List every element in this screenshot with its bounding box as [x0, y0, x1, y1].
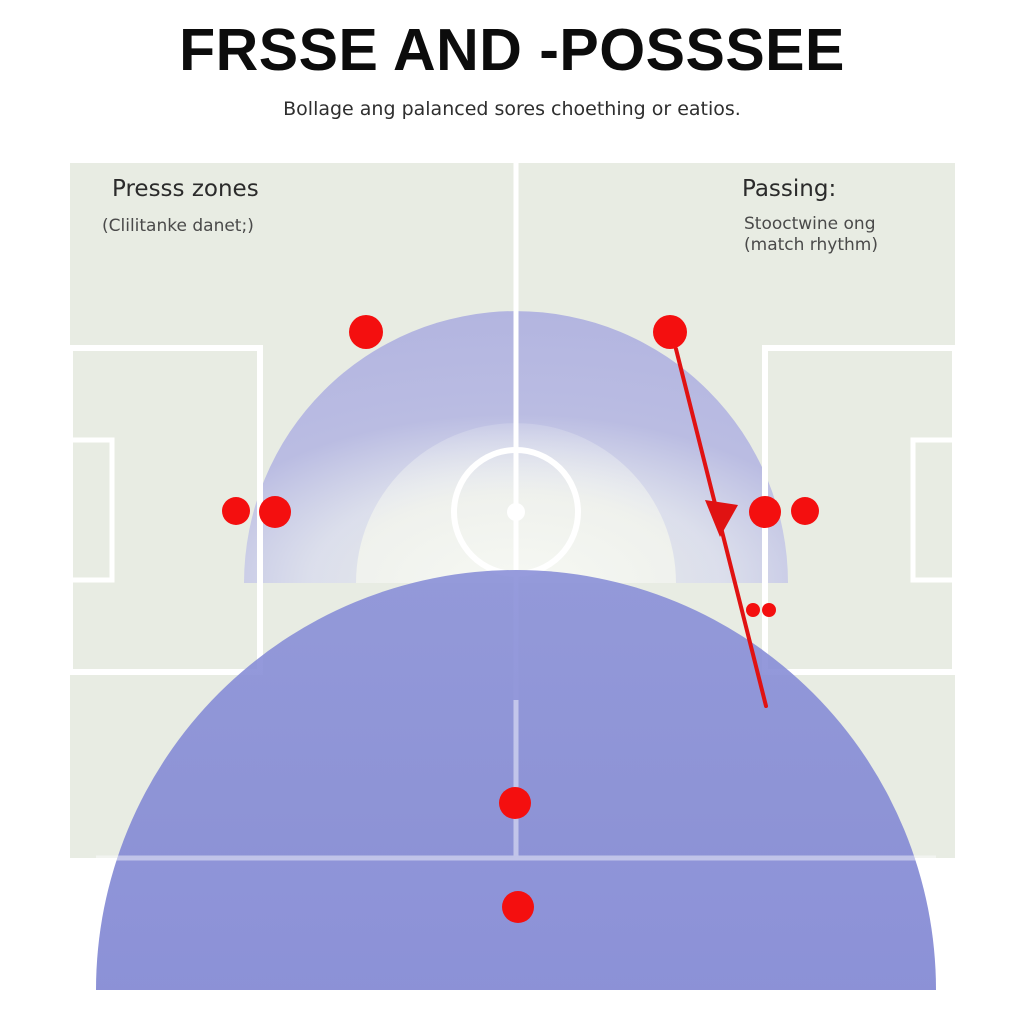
pass-arrow: [674, 347, 768, 708]
center-spot: [507, 503, 525, 521]
page-title: FRSSE AND -POSSSEE: [179, 17, 845, 83]
player-left-wide-outer[interactable]: [259, 496, 291, 528]
player-right-wide-inner[interactable]: [749, 496, 781, 528]
player-right-wide-outer[interactable]: [791, 497, 819, 525]
zone-lower-possession-arc: [96, 570, 936, 990]
header: FRSSE AND -POSSSEE Bollage ang palanced …: [0, 0, 1024, 150]
page-subtitle: Bollage ang palanced sores choething or …: [283, 98, 741, 120]
player-right-forward[interactable]: [653, 315, 687, 349]
player-center-low[interactable]: [499, 787, 531, 819]
player-micro-b[interactable]: [762, 603, 776, 617]
player-left-forward[interactable]: [349, 315, 383, 349]
goal-box-right: [910, 437, 972, 583]
player-left-wide-inner[interactable]: [222, 497, 250, 525]
goal-box-left: [53, 437, 115, 583]
player-micro-a[interactable]: [746, 603, 760, 617]
pass-arrow-head: [705, 500, 738, 537]
player-markers: [222, 315, 819, 923]
player-center-bottom[interactable]: [502, 891, 534, 923]
pitch-markings-overlay: [96, 700, 936, 861]
